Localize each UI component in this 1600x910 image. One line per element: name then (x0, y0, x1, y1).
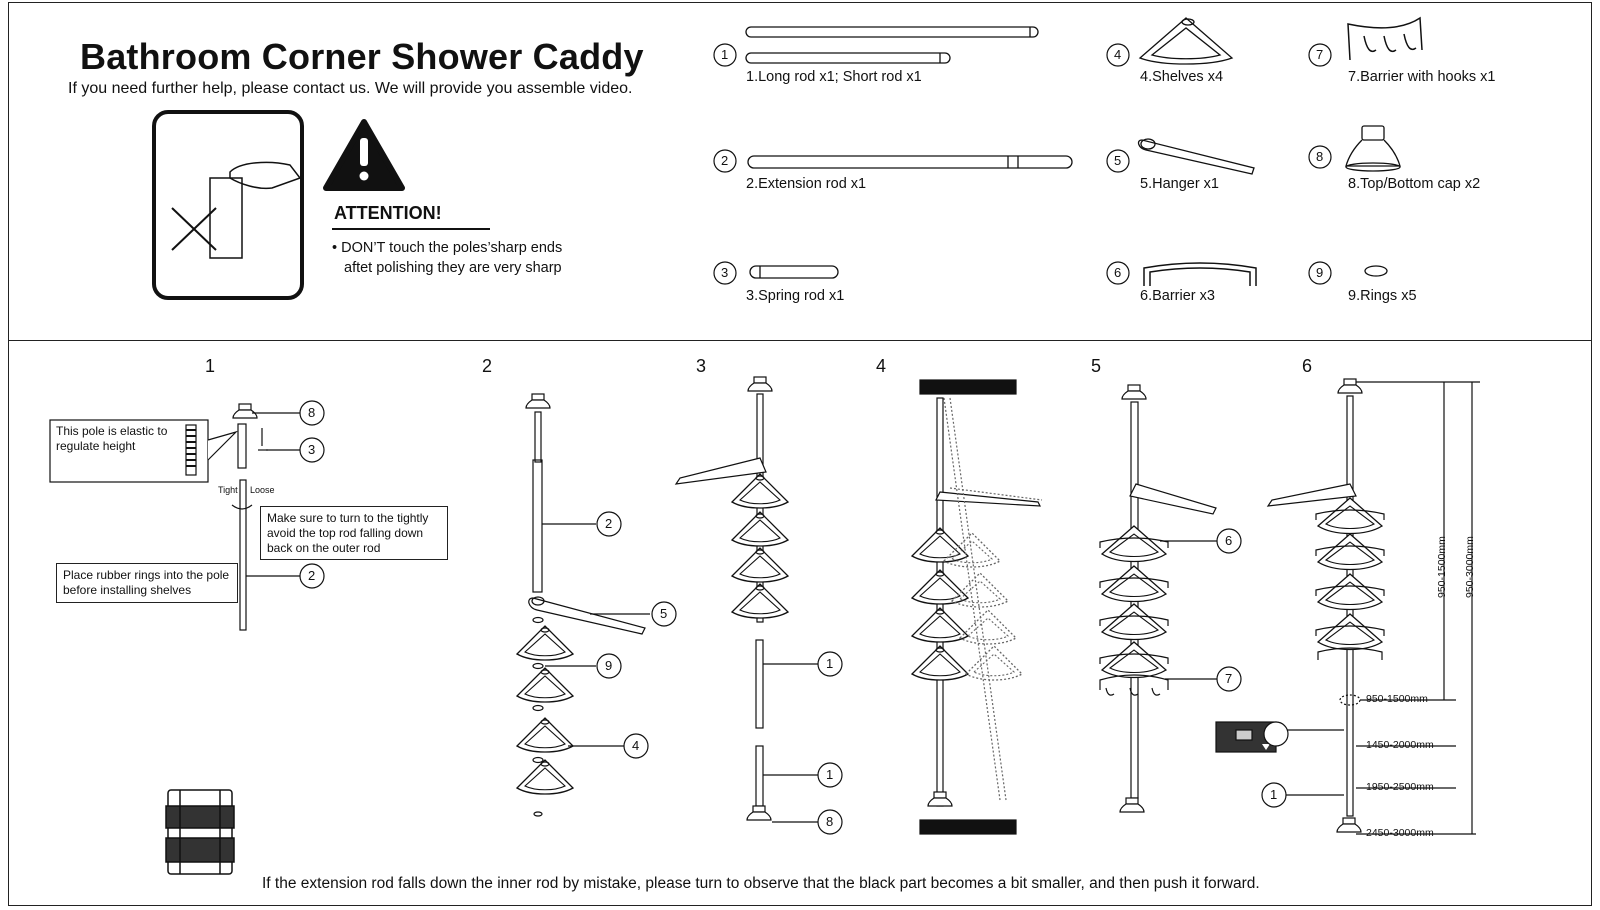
part-6-barrier-icon (1143, 262, 1257, 286)
height-label-1: 950-1500mm (1366, 693, 1428, 705)
height-label-2: 1450-2000mm (1366, 739, 1434, 751)
step1-callout-2: 2 (308, 568, 316, 583)
elastic-pole-note: This pole is elastic to regulate height (56, 424, 168, 453)
attention-line-1: • DON’T touch the poles’sharp ends (332, 240, 563, 256)
step2-callout-5: 5 (660, 606, 668, 621)
part-3-spring-rod-icon (749, 265, 839, 279)
step-number-3: 3 (696, 356, 707, 376)
step-number-2: 2 (482, 356, 493, 376)
attention-heading: ATTENTION! (334, 203, 442, 223)
step-6-diagram (1215, 378, 1480, 835)
step-1-diagram (49, 403, 300, 631)
part-num-6: 6 (1114, 265, 1122, 280)
height-label-4: 2450-3000mm (1366, 827, 1434, 839)
part-1-rods-icon (745, 26, 1039, 64)
step-number-6: 6 (1302, 356, 1313, 376)
part-8-cap-icon (1345, 125, 1401, 172)
attention-line-2: aftet polishing they are very sharp (344, 260, 562, 276)
part-label-6: 6.Barrier x3 (1140, 288, 1215, 304)
step3-callout-1b: 1 (826, 767, 834, 782)
spring-icon (185, 424, 197, 476)
part-num-4: 4 (1114, 47, 1122, 62)
step-number-4: 4 (876, 356, 887, 376)
range-label-b: 950-3000mm (1464, 536, 1476, 598)
part-num-7: 7 (1316, 47, 1324, 62)
part-label-3: 3.Spring rod x1 (746, 288, 845, 304)
loose-label: Loose (250, 485, 275, 495)
step6-callout-1: 1 (1270, 787, 1278, 802)
page-title: Bathroom Corner Shower Caddy (80, 36, 644, 77)
section-divider (8, 340, 1592, 341)
part-5-hanger-icon (1137, 138, 1255, 175)
height-label-3: 1950-2500mm (1366, 781, 1434, 793)
attention-underline (332, 228, 490, 230)
step3-callout-1a: 1 (826, 656, 834, 671)
part-9-ring-icon (1364, 265, 1388, 277)
step-4-diagram (911, 379, 1043, 835)
part-4-shelf-icon (1138, 17, 1234, 65)
step1-callout-8: 8 (308, 405, 316, 420)
step-number-5: 5 (1091, 356, 1102, 376)
warning-icon (323, 119, 405, 191)
no-touch-icon (152, 110, 304, 300)
step-number-1: 1 (205, 356, 216, 376)
part-label-7: 7.Barrier with hooks x1 (1348, 69, 1496, 85)
tight-label: Tight (218, 485, 238, 495)
page-frame (8, 2, 1592, 906)
extension-rod-detail-icon (165, 789, 235, 875)
part-label-2: 2.Extension rod x1 (746, 176, 867, 192)
step-3-diagram (674, 376, 818, 823)
rubber-rings-note: Place rubber rings into the pole before … (56, 563, 238, 603)
part-7-barrier-hooks-icon (1347, 16, 1423, 61)
part-label-4: 4.Shelves x4 (1140, 69, 1224, 85)
step3-callout-8: 8 (826, 814, 834, 829)
range-label-a: 950-1500mm (1436, 536, 1448, 598)
step-2-diagram (516, 393, 650, 817)
part-label-9: 9.Rings x5 (1348, 288, 1417, 304)
part-2-extension-rod-icon (747, 155, 1073, 169)
part-num-2: 2 (721, 153, 729, 168)
part-num-1: 1 (721, 47, 729, 62)
part-label-8: 8.Top/Bottom cap x2 (1348, 176, 1481, 192)
part-num-8: 8 (1316, 149, 1324, 164)
step2-callout-4: 4 (632, 738, 640, 753)
attention-text: • DON’T touch the poles’sharp ends aftet… (332, 238, 562, 278)
step2-callout-9: 9 (605, 658, 613, 673)
turn-tight-note: Make sure to turn to the tightly avoid t… (260, 506, 448, 560)
step1-callout-3: 3 (308, 442, 316, 457)
part-num-5: 5 (1114, 153, 1122, 168)
step-5-diagram (1099, 384, 1217, 813)
page-subtitle: If you need further help, please contact… (68, 80, 633, 97)
step5-callout-7: 7 (1225, 671, 1233, 686)
footer-note: If the extension rod falls down the inne… (262, 875, 1260, 892)
part-label-5: 5.Hanger x1 (1140, 176, 1219, 192)
step5-callout-6: 6 (1225, 533, 1233, 548)
part-num-3: 3 (721, 265, 729, 280)
part-num-9: 9 (1316, 265, 1324, 280)
step2-callout-2: 2 (605, 516, 613, 531)
part-label-1: 1.Long rod x1; Short rod x1 (746, 69, 922, 85)
